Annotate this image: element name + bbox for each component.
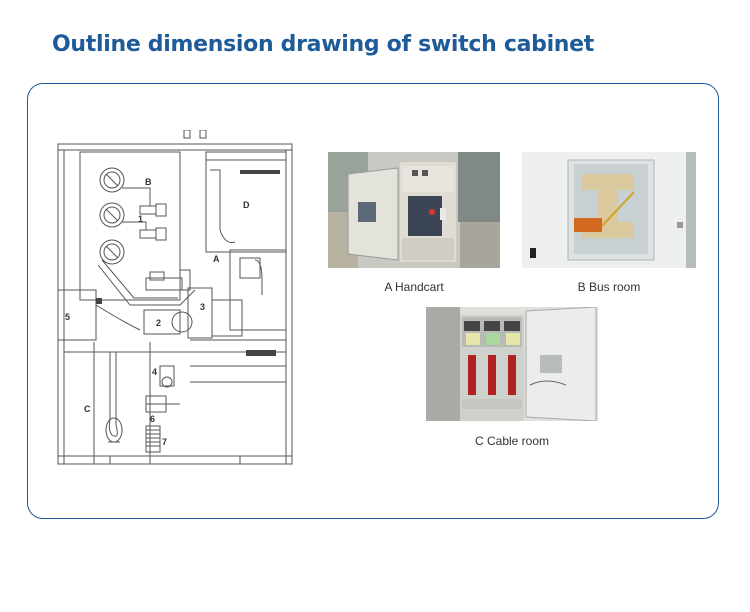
- label-d: D: [243, 200, 250, 210]
- label-2: 2: [156, 318, 161, 328]
- page-title: Outline dimension drawing of switch cabi…: [52, 32, 595, 57]
- handcart-photo: [328, 152, 500, 268]
- label-6: 6: [150, 414, 155, 424]
- label-4: 4: [152, 367, 157, 377]
- label-1: 1: [138, 214, 143, 224]
- cable-room-photo: [426, 307, 598, 421]
- bus-room-caption: B Bus room: [577, 280, 641, 294]
- bus-room-photo: [522, 152, 696, 268]
- label-7: 7: [162, 437, 167, 447]
- handcart-caption: A Handcart: [384, 280, 444, 294]
- label-b: B: [145, 177, 152, 187]
- label-5: 5: [65, 312, 70, 322]
- label-c: C: [84, 404, 91, 414]
- label-a: A: [213, 254, 220, 264]
- label-3: 3: [200, 302, 205, 312]
- cable-room-caption: C Cable room: [474, 434, 550, 448]
- cabinet-outline-drawing: B D A C 1 2 3 4 5 6 7: [57, 130, 293, 465]
